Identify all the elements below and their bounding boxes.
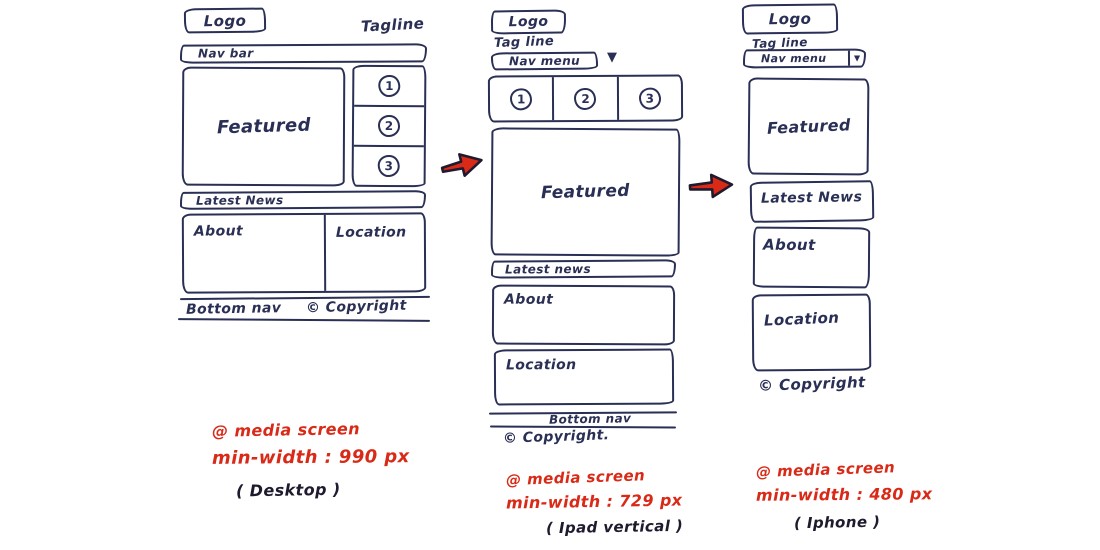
bottom-nav-label: Bottom nav [185,300,282,318]
copyright-label: © Copyright [757,373,866,395]
latest-news-bar: Latest news [490,259,677,279]
media-screen-text: @ media screen [505,466,646,490]
latest-news-label: Latest News [760,189,863,207]
slot-1-number: 1 [510,87,533,110]
min-width-text: min-width : 480 px [755,484,933,505]
featured-box: Featured [490,127,681,257]
location-box: Location [323,214,425,291]
divider-line [177,318,431,323]
latest-news-label: Latest News [195,193,284,208]
about-location-row: About Location [181,212,427,294]
bottom-nav-label: Bottom nav [548,411,632,427]
nav-bar: Nav bar [179,43,428,64]
logo-label: Logo [768,9,812,29]
latest-news-label: Latest news [504,261,592,277]
logo-label: Logo [203,11,247,30]
device-label: ( Ipad vertical ) [545,516,684,538]
slot-2: 2 [552,76,617,121]
sidebar-slots: 1 2 3 [351,64,427,188]
nav-menu: Nav menu ▼ [742,48,867,69]
slot-2-number: 2 [377,114,401,138]
slot-3-number: 3 [638,87,661,110]
location-label: Location [763,308,840,330]
logo-box: Logo [741,3,839,35]
nav-menu-label: Nav menu [760,51,827,66]
dropdown-arrow-icon: ▼ [853,53,861,63]
logo-label: Logo [508,13,549,31]
about-box: About [184,215,324,292]
min-width-text: min-width : 990 px [211,446,410,469]
desktop-wireframe-panel: Logo Tagline Nav bar Featured 1 2 3 Late… [177,4,431,324]
featured-label: Featured [540,180,631,204]
location-label: Location [335,224,407,241]
featured-label: Featured [766,115,851,138]
location-box: Location [751,293,872,372]
media-screen-text: @ media screen [211,419,361,441]
phone-wireframe-panel: Logo Tag line Nav menu ▼ Featured Latest… [738,2,910,402]
nav-menu: Nav menu [490,51,599,71]
latest-news-bar: Latest News [179,190,427,210]
slot-2: 2 [353,104,425,146]
nav-bar-label: Nav bar [197,46,254,61]
slot-1-number: 1 [378,74,401,98]
dropdown-select-box: ▼ [847,50,865,66]
about-label: About [193,223,244,240]
slot-1: 1 [354,67,424,105]
featured-box: Featured [747,77,870,176]
copyright-label: © Copyright. [502,427,610,447]
location-label: Location [505,357,577,374]
slot-3: 3 [616,76,682,120]
location-box: Location [493,348,675,406]
desktop-media-annotation: @ media screen min-width : 990 px ( Desk… [211,419,410,501]
media-screen-text: @ media screen [755,458,896,482]
tagline-label: Tag line [493,33,555,52]
slot-1: 1 [490,77,553,120]
featured-box: Featured [181,66,346,187]
slot-3: 3 [353,144,424,186]
about-box: About [491,284,676,346]
latest-news-box: Latest News [749,180,875,223]
logo-box: Logo [490,9,567,35]
phone-media-annotation: @ media screen min-width : 480 px ( Ipho… [755,458,933,533]
nav-menu-label: Nav menu [508,53,581,69]
tablet-media-annotation: @ media screen min-width : 729 px ( Ipad… [505,466,684,538]
transition-arrow-icon [440,153,483,177]
copyright-label: © Copyright [305,297,407,317]
min-width-text: min-width : 729 px [505,490,683,513]
logo-box: Logo [183,7,267,34]
slot-2-number: 2 [574,87,597,110]
about-box: About [752,226,871,289]
about-label: About [763,235,816,255]
tablet-wireframe-panel: Logo Tag line Nav menu ▼ 1 2 3 Featured … [487,8,685,450]
device-label: ( Desktop ) [235,479,341,501]
slot-3-number: 3 [377,154,400,178]
dropdown-arrow-icon: ▼ [607,50,617,65]
featured-label: Featured [216,114,311,139]
nav-slots-row: 1 2 3 [487,74,684,123]
device-label: ( Iphone ) [793,512,881,533]
transition-arrow-icon [688,173,734,199]
about-label: About [504,291,554,308]
tagline-label: Tagline [360,14,425,36]
